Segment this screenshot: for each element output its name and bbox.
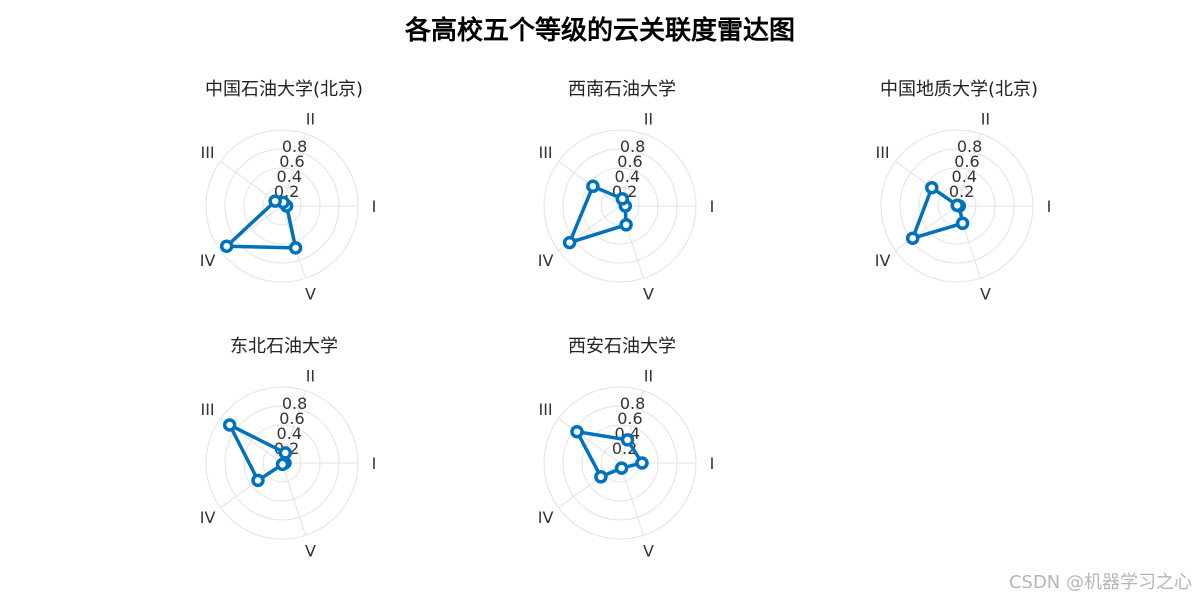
axis-label-IV: IV bbox=[538, 508, 554, 527]
axis-label-III: III bbox=[200, 143, 214, 162]
grid-spoke bbox=[619, 390, 644, 464]
axis-label-II: II bbox=[306, 367, 315, 386]
radial-tick-label: 0.4 bbox=[615, 167, 640, 186]
radial-tick-label: 0.4 bbox=[277, 424, 302, 443]
data-point-V bbox=[275, 457, 290, 472]
data-point-IV bbox=[905, 231, 920, 245]
data-point-V bbox=[288, 241, 303, 255]
data-point-V bbox=[614, 461, 629, 475]
axis-label-III: III bbox=[538, 400, 552, 419]
axis-label-I: I bbox=[372, 197, 377, 216]
axis-label-II: II bbox=[981, 110, 990, 129]
radial-tick-label: 0.8 bbox=[282, 394, 307, 413]
radial-tick-label: 0.6 bbox=[617, 152, 642, 171]
axis-label-IV: IV bbox=[875, 251, 891, 270]
data-point-II bbox=[950, 198, 964, 213]
data-point-III bbox=[586, 179, 600, 194]
radial-tick-label: 0.2 bbox=[949, 182, 974, 201]
axis-label-I: I bbox=[1047, 197, 1052, 216]
data-point-IV bbox=[594, 470, 608, 484]
axis-label-IV: IV bbox=[200, 508, 216, 527]
radial-tick-label: 0.4 bbox=[952, 167, 977, 186]
grid-spoke bbox=[956, 133, 981, 207]
subplot-title: 西南石油大学 bbox=[568, 79, 676, 100]
data-point-IV bbox=[219, 239, 234, 253]
axis-label-I: I bbox=[710, 197, 715, 216]
radial-tick-label: 0.6 bbox=[617, 409, 642, 428]
subplot-title: 西安石油大学 bbox=[568, 336, 676, 357]
subplot-title: 中国石油大学(北京) bbox=[205, 79, 363, 100]
grid-spoke bbox=[281, 133, 306, 207]
axis-label-V: V bbox=[643, 284, 654, 303]
axis-label-V: V bbox=[643, 541, 654, 560]
data-point-V bbox=[619, 218, 633, 232]
watermark: CSDN @机器学习之心 bbox=[1008, 572, 1192, 593]
axis-label-II: II bbox=[306, 110, 315, 129]
grid-spoke bbox=[895, 205, 958, 252]
axis-label-III: III bbox=[538, 143, 552, 162]
axis-label-III: III bbox=[200, 400, 214, 419]
grid-spoke bbox=[281, 462, 306, 536]
data-point-IV bbox=[562, 235, 577, 250]
axis-label-IV: IV bbox=[200, 251, 216, 270]
data-point-V bbox=[955, 216, 970, 231]
axis-label-IV: IV bbox=[538, 251, 554, 270]
data-point-III bbox=[222, 418, 237, 432]
axis-label-V: V bbox=[305, 284, 316, 303]
radial-tick-label: 0.6 bbox=[279, 409, 304, 428]
axis-label-V: V bbox=[305, 541, 316, 560]
radial-tick-label: 0.8 bbox=[620, 137, 645, 156]
grid-spoke bbox=[619, 462, 644, 536]
radial-tick-label: 0.8 bbox=[620, 394, 645, 413]
data-point-III bbox=[925, 180, 939, 195]
radial-tick-label: 0.6 bbox=[279, 152, 304, 171]
axis-label-II: II bbox=[644, 367, 653, 386]
data-point-IV bbox=[251, 473, 265, 488]
data-point-II bbox=[620, 433, 635, 447]
grid-spoke bbox=[558, 462, 621, 509]
subplot-title: 中国地质大学(北京) bbox=[880, 79, 1038, 100]
grid-spoke bbox=[558, 417, 621, 464]
radial-tick-label: 0.2 bbox=[274, 182, 299, 201]
data-point-I bbox=[635, 456, 649, 470]
axis-label-V: V bbox=[980, 284, 991, 303]
axis-label-I: I bbox=[372, 454, 377, 473]
grid-spoke bbox=[619, 205, 644, 279]
radial-tick-label: 0.6 bbox=[954, 152, 979, 171]
data-point-II bbox=[278, 446, 293, 460]
axis-label-I: I bbox=[710, 454, 715, 473]
subplot-title: 东北石油大学 bbox=[230, 336, 338, 357]
data-point-III bbox=[268, 194, 282, 208]
radial-tick-label: 0.8 bbox=[282, 137, 307, 156]
data-point-III bbox=[570, 424, 584, 439]
radial-tick-label: 0.8 bbox=[957, 137, 982, 156]
data-point-II bbox=[615, 192, 630, 206]
axis-label-III: III bbox=[875, 143, 889, 162]
radial-tick-label: 0.4 bbox=[277, 167, 302, 186]
figure-title: 各高校五个等级的云关联度雷达图 bbox=[404, 16, 795, 46]
axis-label-II: II bbox=[644, 110, 653, 129]
